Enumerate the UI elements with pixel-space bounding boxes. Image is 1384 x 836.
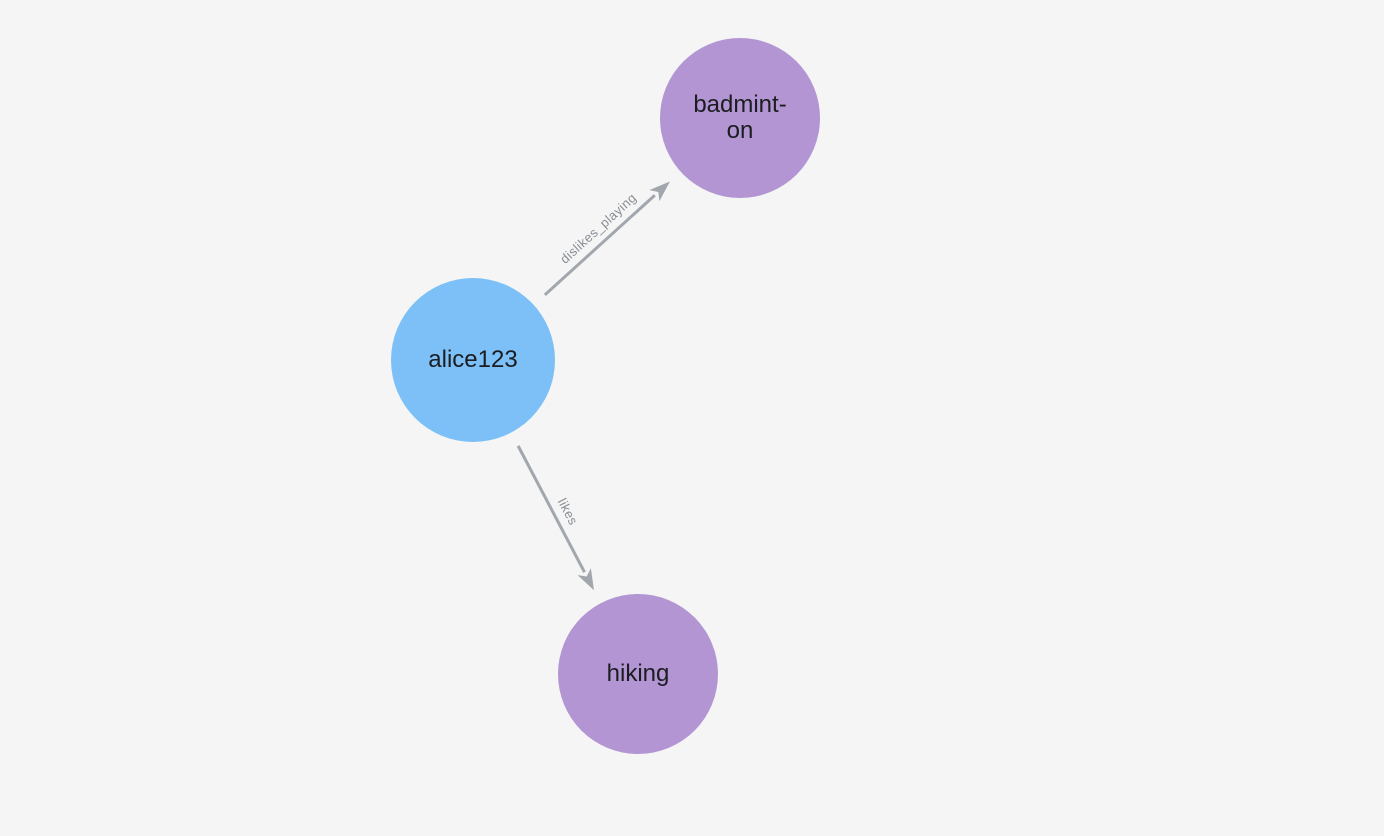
edge-line-dislikes-playing[interactable]: [543, 181, 670, 296]
node-label-badminton: badmint- on: [693, 91, 787, 144]
node-label-hiking: hiking: [606, 660, 670, 688]
node-hiking[interactable]: hiking: [558, 594, 718, 754]
node-alice123[interactable]: alice123: [391, 278, 555, 442]
node-label-alice123: alice123: [428, 346, 518, 374]
edge-dislikes-playing: dislikes_playing: [543, 181, 670, 296]
edge-label-dislikes-playing: dislikes_playing: [557, 190, 639, 267]
node-badminton[interactable]: badmint- on: [660, 38, 820, 198]
edge-line-likes[interactable]: [516, 445, 594, 591]
edge-likes: likes: [516, 445, 594, 591]
